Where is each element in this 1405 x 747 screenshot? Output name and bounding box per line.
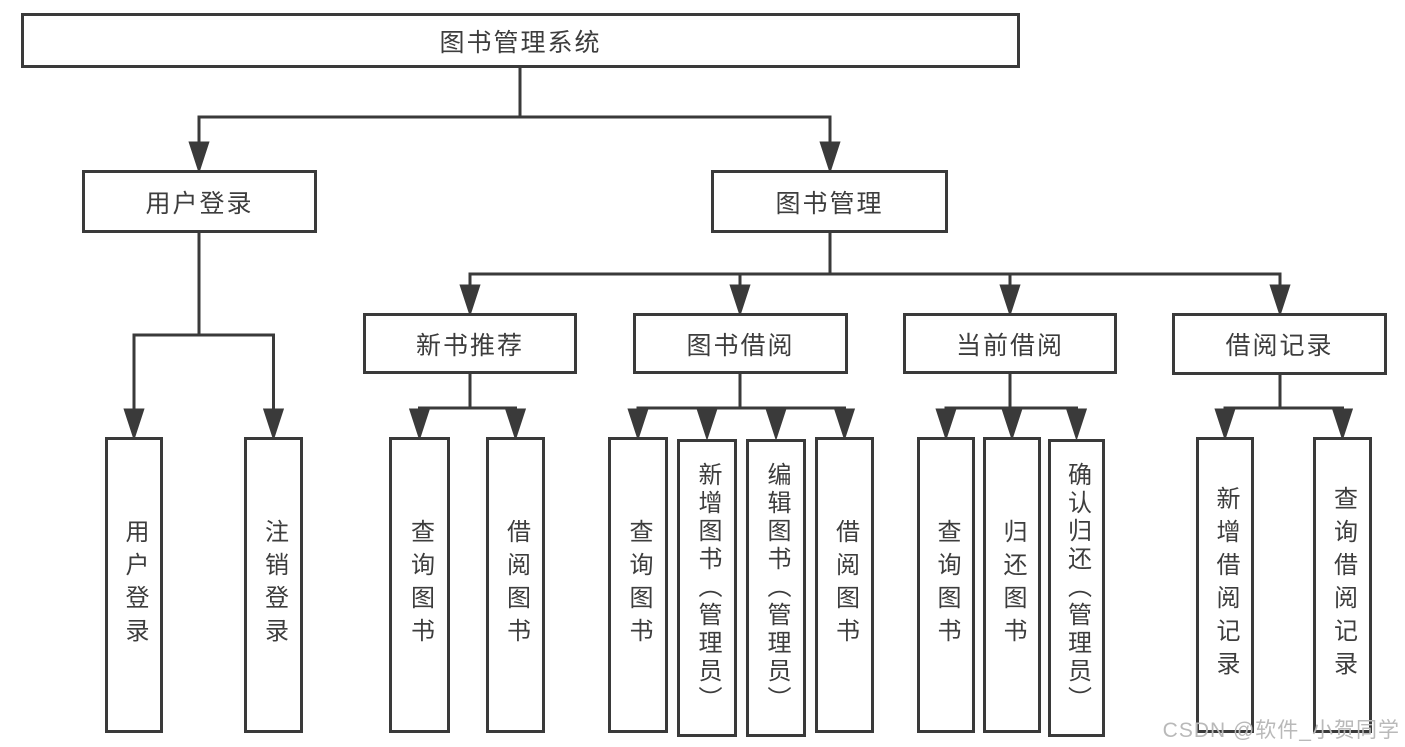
node-library-management-system: 图书管理系统 [21, 13, 1020, 68]
node-book-management: 图书管理 [711, 170, 948, 233]
node-borrowing-records: 借阅记录 [1172, 313, 1387, 375]
leaf-add-books-admin: 新增图书（管理员） [677, 439, 737, 737]
leaf-query-books-3: 查询图书 [917, 437, 975, 733]
node-label: 当前借阅 [955, 331, 1064, 360]
csdn-watermark: CSDN @软件_小贺同学 [1162, 719, 1400, 742]
node-label: 图书管理 [775, 189, 884, 218]
node-label: 新增图书（管理员） [694, 462, 721, 714]
leaf-user-login: 用户登录 [105, 437, 163, 733]
node-user-login: 用户登录 [82, 170, 317, 233]
node-label: 借阅图书 [502, 519, 530, 651]
leaf-add-borrow-record: 新增借阅记录 [1196, 437, 1254, 733]
node-label: 新书推荐 [415, 331, 524, 360]
node-new-book-recommendation: 新书推荐 [363, 313, 577, 374]
leaf-borrow-books-2: 借阅图书 [815, 437, 874, 733]
node-label: 查询图书 [933, 519, 960, 651]
leaf-edit-books-admin: 编辑图书（管理员） [746, 439, 806, 737]
leaf-query-books-2: 查询图书 [608, 437, 668, 733]
node-label: 新增借阅记录 [1212, 486, 1239, 684]
node-label: 归还图书 [999, 519, 1026, 651]
node-label: 图书借阅 [686, 331, 795, 360]
leaf-query-books-1: 查询图书 [389, 437, 450, 733]
leaf-return-books: 归还图书 [983, 437, 1041, 733]
node-label: 注销登录 [260, 519, 288, 651]
node-label: 用户登录 [121, 519, 148, 651]
leaf-confirm-return-admin: 确认归还（管理员） [1048, 439, 1105, 737]
node-label: 借阅图书 [831, 519, 859, 651]
node-current-borrowing: 当前借阅 [903, 313, 1117, 374]
node-label: 图书管理系统 [439, 28, 602, 57]
node-label: 查询图书 [406, 519, 434, 651]
node-label: 查询图书 [625, 519, 652, 651]
node-label: 借阅记录 [1225, 332, 1334, 360]
leaf-query-borrow-record: 查询借阅记录 [1313, 437, 1372, 733]
node-label: 确认归还（管理员） [1063, 462, 1091, 714]
node-label: 用户登录 [145, 189, 254, 218]
leaf-borrow-books-1: 借阅图书 [486, 437, 545, 733]
leaf-logout: 注销登录 [244, 437, 303, 733]
node-label: 查询借阅记录 [1329, 486, 1357, 684]
node-label: 编辑图书（管理员） [763, 462, 790, 714]
node-book-borrowing: 图书借阅 [633, 313, 848, 374]
